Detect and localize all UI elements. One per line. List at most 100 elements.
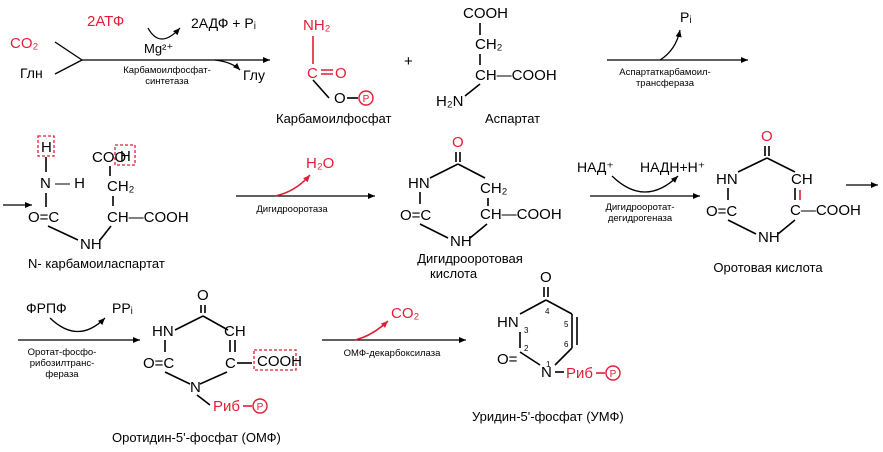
step6-co2-curve (354, 320, 389, 341)
atp-adp-curve (147, 27, 181, 40)
omp-ch: CH (224, 323, 246, 340)
ump-ring-5 (519, 351, 541, 366)
step3-water-curve (274, 174, 311, 197)
ump-pos-4: 4 (545, 307, 550, 316)
omp-hn: HN (152, 323, 174, 340)
dho-ch2: CH₂ (480, 180, 508, 197)
gln-substrate: Глн (20, 65, 43, 81)
adp-pi-products: 2АДФ + Pᵢ (191, 15, 256, 31)
carbamoyl-aspartate-structure: H COO H N — H CH₂ O=C CH—COOH NH N- карб… (28, 135, 189, 271)
oro-ring-2 (766, 157, 796, 173)
step1-carbamoyl-phosphate-synthetase: CO₂ 2АТФ Mg²⁺ 2АДФ + Pᵢ Глн Глу Карбамои… (10, 13, 270, 87)
co2-substrate: CO₂ (10, 35, 39, 52)
asp-bond-3 (464, 83, 481, 97)
step2-pi-curve (659, 29, 682, 61)
cp-oxygen: O (335, 65, 347, 82)
ump-structure: O HN O= N Риб P 1 2 3 4 5 6 Уридин-5'-фо… (472, 269, 624, 424)
orotate-label: Оротовая кислота (713, 260, 823, 275)
glu-branch-curve (214, 59, 241, 71)
glu-product: Глу (243, 67, 265, 83)
cooh-highlight-box (253, 349, 297, 371)
cp-carbon: C (307, 65, 318, 82)
dihydroorotate-structure: O HN CH₂ O=C CH—COOH NH Дигидрооротовая … (400, 134, 562, 281)
omp-ring-5 (164, 371, 191, 385)
step3-enzyme: Дигидрооротаза (256, 204, 328, 215)
ca-nh-ch-bond (99, 225, 112, 241)
step4-enzyme-line1: Дигидрооротат- (605, 202, 674, 213)
omp-o-top: O (197, 287, 209, 304)
dho-nh: NH (450, 233, 472, 250)
oro-hn: HN (716, 171, 738, 188)
dihydroorotate-label-2: кислота (430, 266, 478, 281)
gln-merge-line (54, 59, 83, 75)
cp-double-bond (321, 69, 333, 75)
step5-cofactor-curve (49, 317, 106, 332)
dho-ring-1 (429, 163, 459, 179)
dho-ch-cooh: CH—COOH (480, 206, 562, 223)
ca-n-h: N — H (40, 175, 85, 192)
ump-phosphate-circle-icon (605, 365, 621, 381)
step6-co2: CO₂ (391, 305, 420, 322)
oro-nh: NH (758, 229, 780, 246)
co2-merge-line (54, 41, 83, 61)
ca-ch-cooh: CH—COOH (107, 209, 189, 226)
step3-h2o: H₂O (306, 155, 334, 172)
ump-o-c: O= (497, 351, 518, 368)
ump-o-top: O (540, 269, 552, 286)
cp-nh2: NH₂ (303, 17, 331, 34)
step6-omp-decarboxylase: CO₂ ОМФ-декарбоксилаза (322, 305, 466, 359)
omp-n-rib-bond (196, 394, 211, 406)
ca-h: H (41, 139, 52, 156)
step1-enzyme-line1: Карбамоилфосфат- (123, 65, 211, 76)
step5-orotate-phosphoribosyltransferase: ФРПФ PPᵢ Оротат-фосфо- рибозилтранс- фер… (18, 300, 140, 380)
cp-link-oxygen: O (334, 90, 346, 107)
omp-structure: O HN CH O=C C COOH N Риб P Оротидин-5'-ф… (112, 287, 302, 445)
ump-rib: Риб (566, 365, 593, 382)
dho-hn: HN (408, 175, 430, 192)
omp-ring-4 (229, 340, 236, 352)
step5-ppi: PPᵢ (112, 300, 133, 316)
cp-phosphate-letter: P (363, 94, 370, 105)
step2-aspartate-transcarbamoylase: Pᵢ Аспартаткарбамоил- трансфераза (607, 9, 748, 89)
oro-ring-6 (777, 219, 796, 235)
step6-enzyme: ОМФ-декарбоксилаза (344, 348, 441, 359)
ump-pos-1: 1 (546, 360, 551, 369)
step5-enzyme-line1: Оротат-фосфо- (28, 347, 97, 358)
step4-nadh: НАДН+H⁺ (640, 159, 705, 175)
asp-h2n: H₂N (436, 93, 464, 110)
plus-sign: + (404, 53, 413, 70)
step4-cofactor-curve (611, 175, 679, 193)
asp-ch2: CH₂ (475, 36, 503, 53)
dho-ring-6 (469, 223, 488, 239)
step5-prpp: ФРПФ (26, 300, 67, 316)
step2-enzyme-line2: трансфераза (636, 78, 695, 89)
omp-rib: Риб (213, 398, 240, 415)
ump-label: Уридин-5'-фосфат (УМФ) (472, 409, 624, 424)
ump-pos-6: 6 (564, 340, 569, 349)
ump-n: N (541, 364, 552, 381)
carbamoyl-aspartate-label: N- карбамоиласпартат (28, 256, 165, 271)
ump-ring-2 (545, 299, 573, 315)
step5-enzyme-line2: рибозилтранс- (30, 358, 95, 369)
ca-oh-h: H (120, 148, 131, 165)
oro-o-top: O (761, 128, 773, 145)
step2-pi: Pᵢ (680, 9, 692, 25)
ump-pos-5: 5 (564, 320, 569, 329)
ump-ring-6 (554, 347, 573, 366)
step1-enzyme-line2: синтетаза (145, 76, 189, 87)
atp-cofactor: 2АТФ (87, 13, 124, 30)
dho-co-double (455, 152, 461, 162)
step2-enzyme-line1: Аспартаткарбамоил- (619, 67, 711, 78)
omp-ring-6 (199, 371, 228, 385)
omp-label: Оротидин-5'-фосфат (ОМФ) (112, 430, 281, 445)
ump-co-double (543, 287, 549, 297)
ump-pos-3: 3 (524, 326, 529, 335)
h-highlight-box (37, 135, 55, 157)
dho-o-c: O=C (400, 207, 431, 224)
asp-ch-cooh: CH—COOH (475, 67, 557, 84)
ump-ring-1 (519, 299, 547, 315)
ump-pos-2: 2 (524, 344, 529, 353)
ca-o-c: O=C (28, 209, 59, 226)
ca-c-nh-bond (47, 225, 79, 241)
